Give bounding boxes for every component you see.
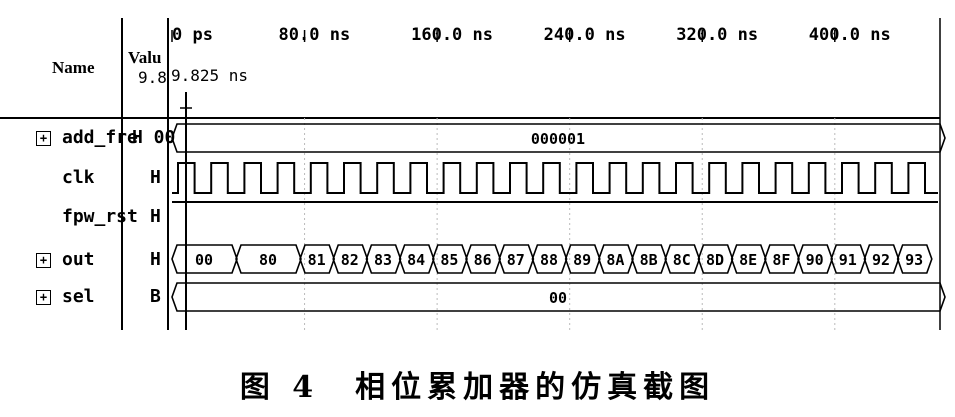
bus-value-label: 91 [839, 251, 857, 269]
bus-segment [299, 244, 336, 274]
signal-value: B [150, 286, 161, 307]
signal-name: out [62, 249, 95, 270]
time-tick-label: 0 ps [172, 25, 213, 45]
value-column-header: Valu [128, 48, 162, 67]
signal-name: sel [62, 286, 95, 307]
bus-segment [531, 244, 568, 274]
bus-segment [730, 244, 767, 274]
bus-value-label: 8F [772, 251, 790, 269]
bus-segment [631, 244, 668, 274]
bus-value-label: 84 [407, 251, 425, 269]
expand-plus-icon[interactable]: + [36, 253, 51, 268]
bus-value-label: 8B [640, 251, 658, 269]
time-tick-label: 400.0 ns [809, 25, 891, 45]
bus-segment [171, 123, 946, 153]
bus-value-label: 88 [540, 251, 558, 269]
bus-segment [498, 244, 535, 274]
time-tick-label: 240.0 ns [544, 25, 626, 45]
bus-value-label: 82 [341, 251, 359, 269]
bus-value-label: 85 [440, 251, 458, 269]
bus-segment [171, 282, 946, 312]
bus-segment [763, 244, 800, 274]
bus-value-label: 90 [806, 251, 824, 269]
bus-value-label: 89 [573, 251, 591, 269]
bus-value-label: 81 [308, 251, 326, 269]
bus-value-label: 8A [606, 251, 624, 269]
value-column-sub: 9.8 [138, 68, 167, 87]
bus-segment [697, 244, 734, 274]
bus-segment [365, 244, 402, 274]
name-column-header: Name [52, 58, 95, 77]
bus-segment [171, 244, 238, 274]
bus-value-label: 87 [507, 251, 525, 269]
time-tick-label: 160.0 ns [411, 25, 493, 45]
bus-value-label: 86 [474, 251, 492, 269]
time-tick-label: 320.0 ns [676, 25, 758, 45]
expand-plus-icon[interactable]: + [36, 290, 51, 305]
bus-segment [896, 244, 933, 274]
bus-segment [797, 244, 834, 274]
trace-clk [172, 162, 938, 194]
bus-segment [431, 244, 468, 274]
bus-segment [830, 244, 867, 274]
signal-value: H [150, 167, 161, 188]
bus-segment [664, 244, 701, 274]
time-ruler: 0 ps 80.0 ns 160.0 ns 240.0 ns 320.0 ns 400.0… [171, 25, 891, 45]
signal-name: add_fre [62, 127, 138, 148]
trace-out: 00 80 81 82 83 84 85 86 87 88 89 8A 8B 8C 8D 8E 8F 90 91 92… [171, 244, 933, 274]
clock-waveform [172, 162, 938, 194]
bus-value-label: 8C [673, 251, 691, 269]
bus-value-label: 000001 [531, 130, 585, 148]
bus-value-label: 83 [374, 251, 392, 269]
signal-name: clk [62, 167, 95, 188]
bus-value-label: 8D [706, 251, 724, 269]
waveform-viewer: 0 ps 80.0 ns 160.0 ns 240.0 ns 320.0 ns 400.0… [0, 18, 946, 330]
signal-value: H 00 [132, 127, 176, 148]
bus-value-label: 92 [872, 251, 890, 269]
signal-value: H [150, 249, 161, 270]
bus-value-label: 00 [549, 289, 567, 307]
time-grid [304, 118, 836, 330]
signal-name: fpw_rst [62, 206, 138, 227]
cursor-time-readout: 9.825 ns [171, 66, 249, 85]
bus-segment [332, 244, 369, 274]
time-tick-label: 80.0 ns [279, 25, 351, 45]
bus-value-label: 00 [195, 251, 213, 269]
bus-segment [235, 244, 302, 274]
bus-segment [398, 244, 435, 274]
bus-value-label: 80 [259, 251, 277, 269]
expand-plus-icon[interactable]: + [36, 131, 51, 146]
figure-caption: 图 4 相位累加器的仿真截图 [239, 370, 716, 405]
bus-segment [863, 244, 900, 274]
trace-sel: 00 [171, 282, 946, 312]
signal-value: H [150, 206, 161, 227]
bus-segment [465, 244, 502, 274]
trace-add_fre: 000001 [171, 123, 946, 153]
bus-value-label: 8E [739, 251, 757, 269]
signal-traces: 000001 00 80 81 82 83 84 85 86 87 88 89 8A 8B 8C 8D 8E 8F… [171, 123, 946, 312]
bus-value-label: 93 [905, 251, 923, 269]
bus-segment [597, 244, 634, 274]
bus-segment [564, 244, 601, 274]
